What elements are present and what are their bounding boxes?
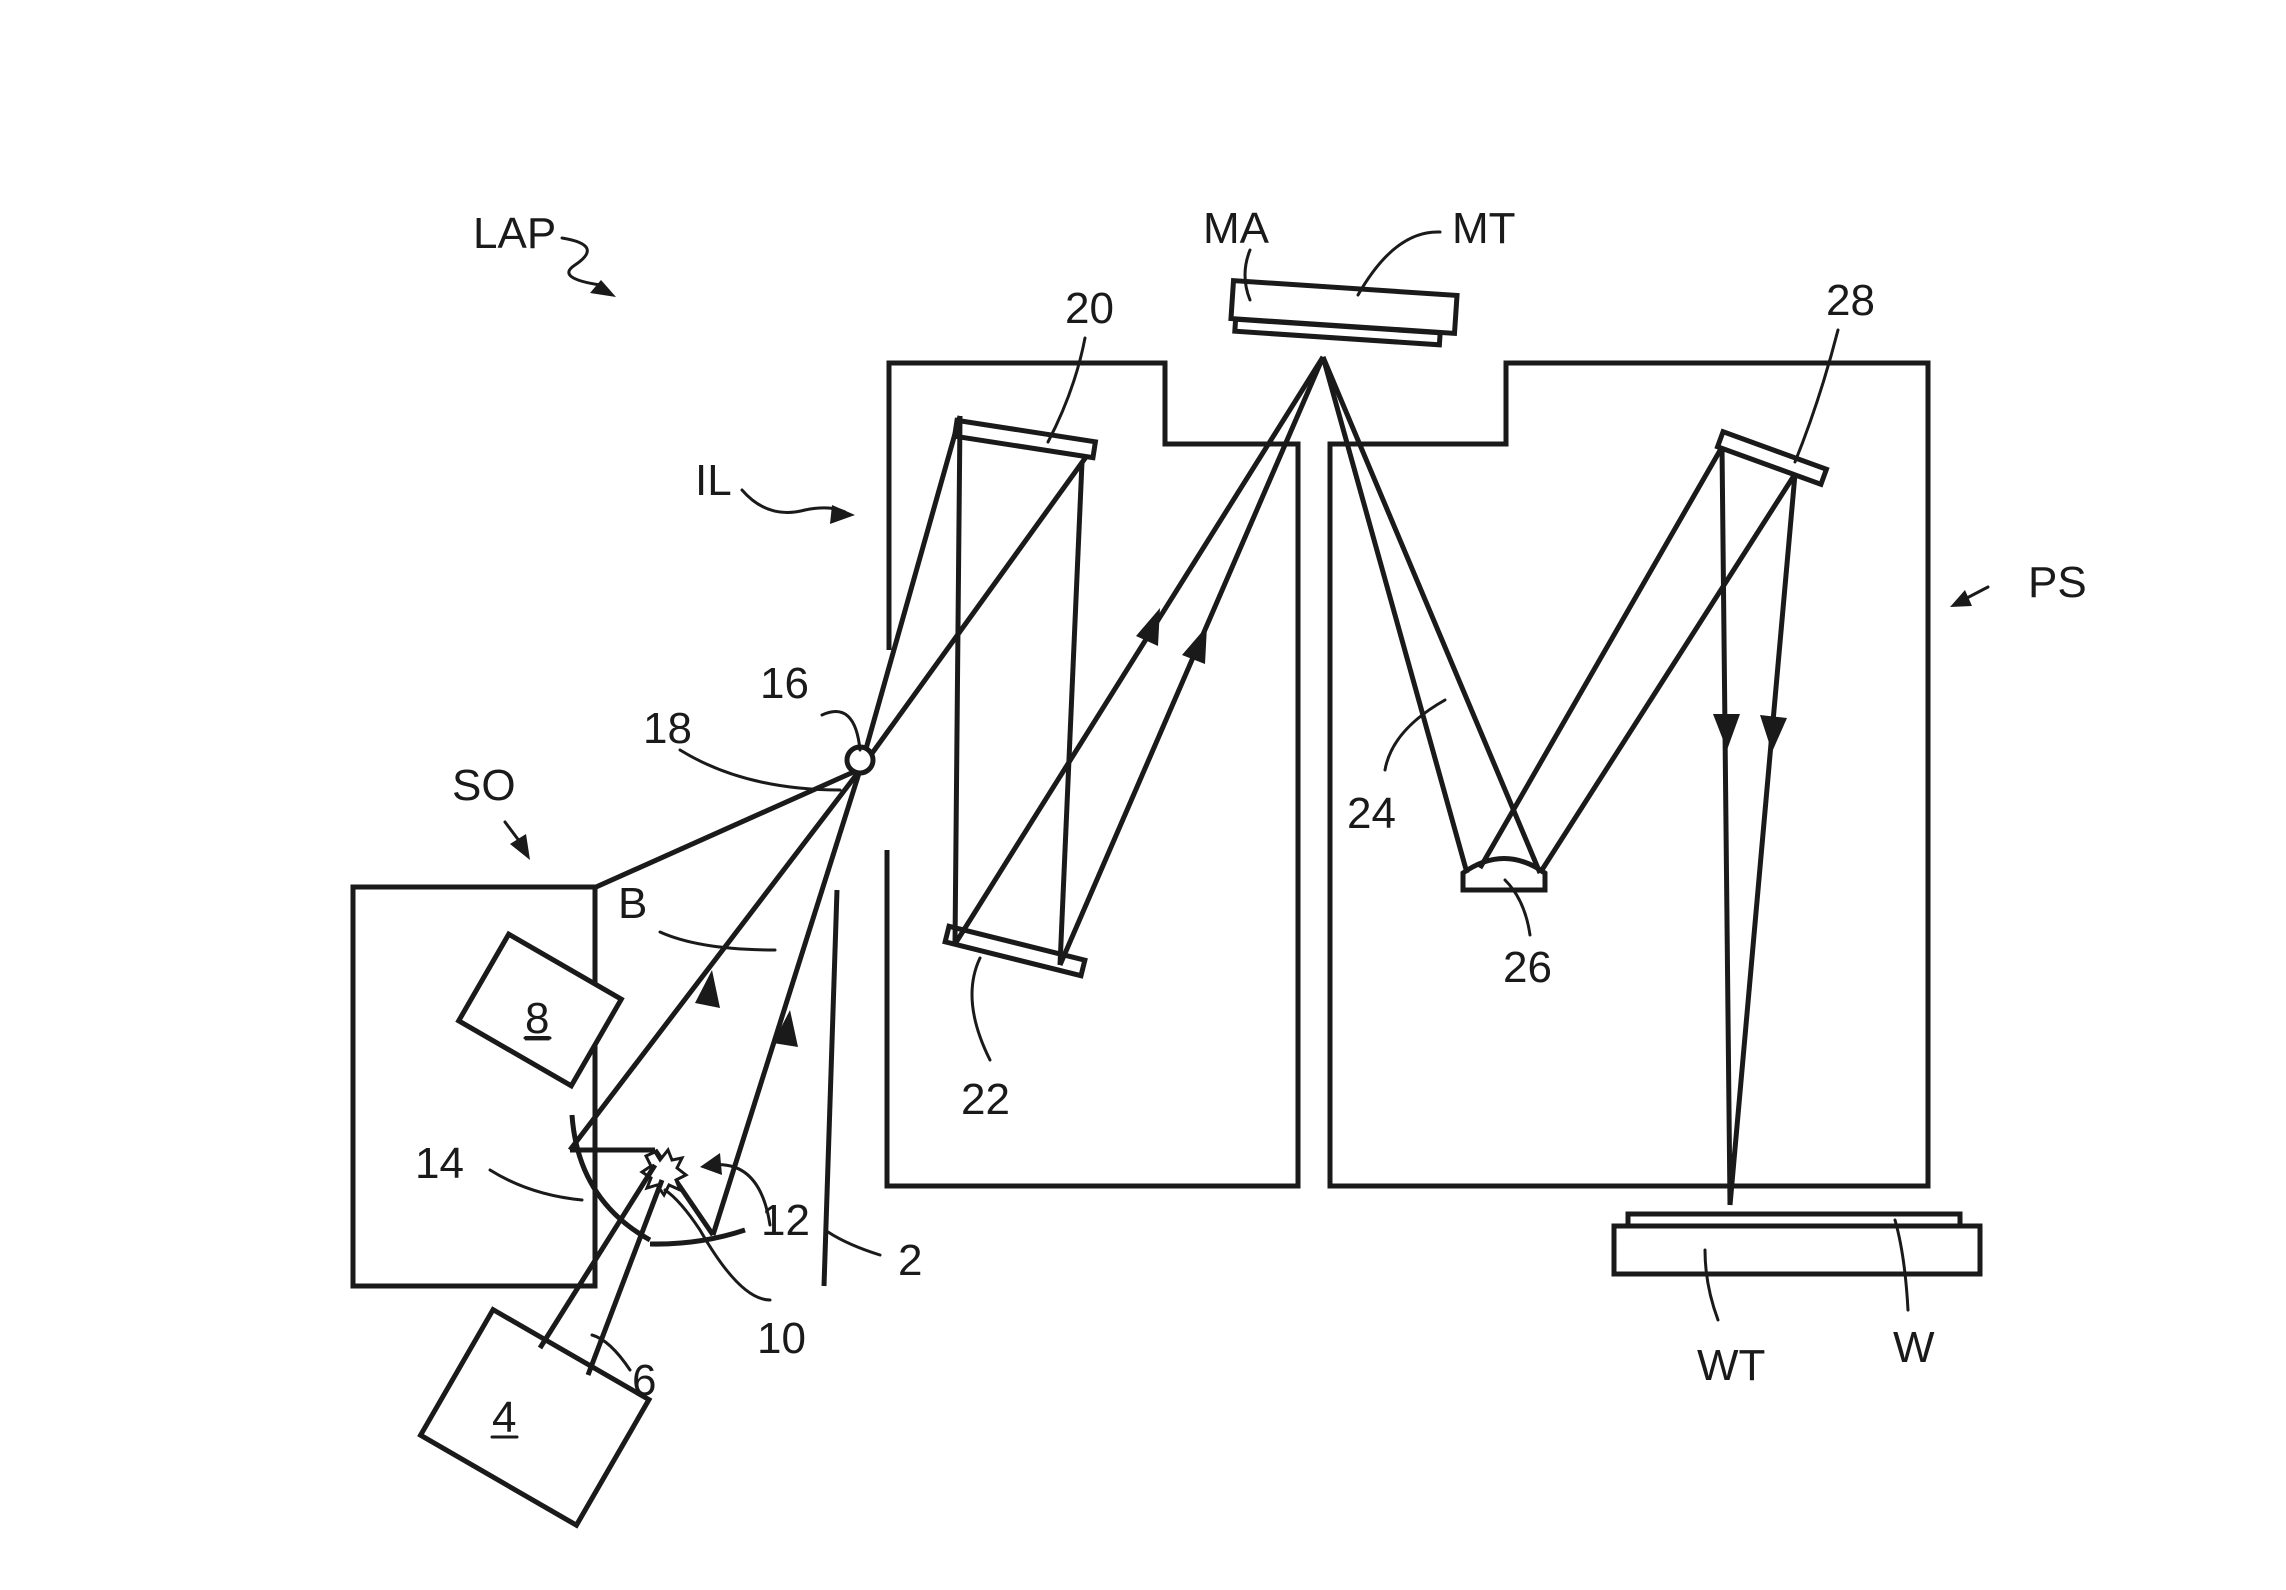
label-8: 8 xyxy=(525,994,549,1043)
ray-arrowhead xyxy=(1136,608,1160,646)
label-6: 6 xyxy=(632,1356,656,1405)
facet-mirror-20 xyxy=(955,420,1096,457)
label-18: 18 xyxy=(643,704,692,753)
leader-28 xyxy=(1795,330,1838,462)
il-leader xyxy=(742,490,845,513)
leader-14 xyxy=(490,1170,582,1200)
laser-4 xyxy=(421,1310,649,1526)
label-il: IL xyxy=(695,456,732,505)
label-ma: MA xyxy=(1203,204,1270,253)
ray-arrowhead xyxy=(1760,715,1787,752)
label-16: 16 xyxy=(760,659,809,708)
label-10: 10 xyxy=(757,1314,806,1363)
beam-ray xyxy=(713,770,860,1235)
label-26: 26 xyxy=(1503,943,1552,992)
label-20: 20 xyxy=(1065,284,1114,333)
label-24: 24 xyxy=(1347,789,1396,838)
label-lap: LAP xyxy=(473,209,556,258)
so-arrowhead xyxy=(510,834,530,860)
label-ps: PS xyxy=(2028,558,2087,607)
leader-20 xyxy=(1048,338,1085,442)
label-28: 28 xyxy=(1826,276,1875,325)
label-wt: WT xyxy=(1697,1341,1765,1390)
ray-arrowhead xyxy=(695,970,720,1008)
beam-ray xyxy=(860,416,960,770)
collector-14-lower xyxy=(650,1230,745,1244)
label-12: 12 xyxy=(761,1196,810,1245)
label-b: B xyxy=(618,879,647,928)
beam-ray xyxy=(860,457,1086,770)
ray-arrowhead xyxy=(1713,714,1740,750)
beam-ray xyxy=(1722,447,1730,1205)
beam-ray xyxy=(1540,474,1795,873)
label-22: 22 xyxy=(961,1075,1010,1124)
leader-18 xyxy=(680,750,840,790)
label-14: 14 xyxy=(415,1139,464,1188)
label-w: W xyxy=(1893,1323,1935,1372)
ray-arrowhead xyxy=(1182,626,1207,664)
beam-ray xyxy=(1480,447,1722,868)
leader-b xyxy=(660,932,775,950)
ps-leader xyxy=(1965,587,1988,599)
beam-ray xyxy=(1730,474,1795,1205)
leader-22 xyxy=(972,958,990,1060)
beam-ray xyxy=(1060,357,1323,965)
illumination-system-housing xyxy=(887,363,1298,1186)
label-4: 4 xyxy=(492,1393,516,1442)
leader-mt xyxy=(1358,232,1440,295)
substrate-table-wt xyxy=(1614,1226,1980,1274)
mirror-26 xyxy=(1463,859,1545,891)
mirror-28 xyxy=(1718,432,1827,485)
ps-arrowhead xyxy=(1950,590,1972,607)
lap-leader xyxy=(562,238,600,285)
beam-ray xyxy=(955,416,960,944)
beam-ray xyxy=(570,770,860,1150)
leader-2 xyxy=(828,1232,880,1255)
label-2: 2 xyxy=(898,1236,922,1285)
label-so: SO xyxy=(452,761,516,810)
projection-system-housing xyxy=(1330,363,1928,1186)
leader-16 xyxy=(822,712,860,750)
so-leader xyxy=(505,822,520,842)
label-mt: MT xyxy=(1452,204,1516,253)
arrowhead-12 xyxy=(700,1153,722,1175)
beam-ray xyxy=(1060,462,1082,965)
il-arrowhead xyxy=(830,505,855,524)
source-housing-right-wall xyxy=(824,890,837,1286)
